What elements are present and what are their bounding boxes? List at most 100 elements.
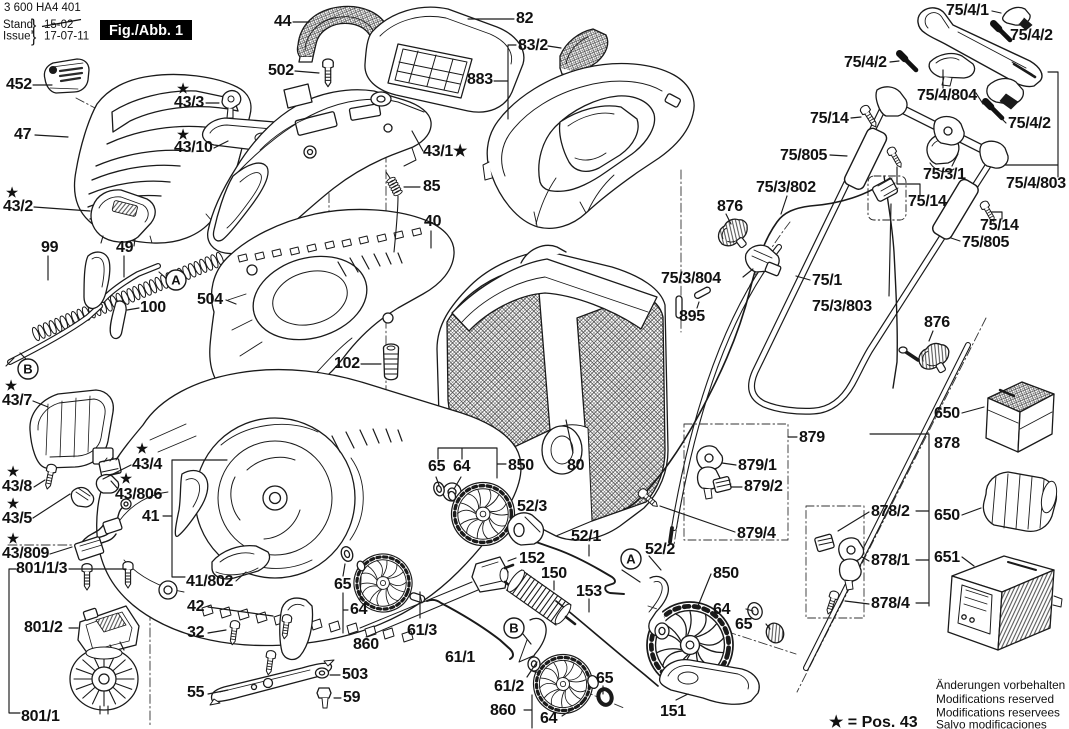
brace-bottom: } [31, 29, 37, 46]
part-75-4-2-screw-a [994, 24, 1011, 41]
part-label-64: 64 [350, 601, 368, 618]
part-43-7-deflector [29, 389, 114, 469]
part-102-plug [382, 343, 400, 381]
part-label-879-1: 879/1 [738, 457, 777, 474]
part-878-clamp-group [805, 505, 865, 619]
part-75-805-sleeve-left [843, 127, 888, 190]
part-52-3-bracket [507, 512, 545, 546]
part-label-61-3: 61/3 [407, 622, 437, 639]
footer-block: Änderungen vorbehalten Modifications res… [829, 678, 1065, 729]
part-label-504: 504 [197, 291, 223, 308]
part-label-75-805: 75/805 [780, 147, 828, 164]
part-label-151: 151 [660, 703, 686, 720]
diagram-artwork [5, 5, 1063, 729]
part-43-1-upper-chassis [207, 83, 432, 255]
footer-note-es: Salvo modificaciones [936, 718, 1047, 729]
part-label-64: 64 [453, 458, 471, 475]
part-152-holder [471, 556, 515, 593]
part-650-battery-a [985, 381, 1055, 453]
part-label-850: 850 [713, 565, 739, 582]
part-left-mounting-tube [668, 244, 782, 544]
part-label-100: 100 [140, 299, 166, 316]
part-label-43-8: 43/8 [2, 478, 32, 495]
part-label-878: 878 [934, 435, 960, 452]
part-right-mounting-tube [803, 342, 971, 671]
part-label-153: 153 [576, 583, 602, 600]
part-75-1-lower-handlebar [748, 94, 1002, 415]
part-151-axle-bracket [658, 659, 760, 705]
part-75-805-sleeve-right [931, 178, 979, 240]
part-82-control-panel [364, 6, 525, 113]
part-label-82: 82 [516, 10, 534, 27]
part-label-650: 650 [934, 507, 960, 524]
star-marker: ★ [177, 81, 190, 96]
part-label-75-4-2: 75/4/2 [1008, 115, 1051, 132]
part-43-3-clip [221, 89, 242, 119]
figure-label: Fig./Abb. 1 [109, 23, 183, 39]
part-label-43-4: 43/4 [132, 456, 162, 473]
part-label-883: 883 [467, 71, 493, 88]
part-label-876: 876 [717, 198, 743, 215]
part-label-879: 879 [799, 429, 825, 446]
part-label-452: 452 [6, 76, 32, 93]
part-label-879-2: 879/2 [744, 478, 783, 495]
svg-text:B: B [509, 621, 518, 636]
part-label-43-7: 43/7 [2, 392, 32, 409]
part-cable-plug [867, 175, 907, 221]
part-41-trim-strips [174, 469, 209, 537]
part-label-44: 44 [274, 13, 292, 30]
part-label-32: 32 [187, 624, 205, 641]
part-label-860: 860 [490, 702, 516, 719]
part-label-99: 99 [41, 239, 59, 256]
part-40-motor-housing [209, 208, 455, 404]
part-label-40: 40 [424, 213, 442, 230]
part-label-75-3-804: 75/3/804 [661, 270, 721, 287]
star-note: ★ = Pos. 43 [829, 714, 918, 729]
part-label-65: 65 [428, 458, 446, 475]
star-marker: ★ [136, 441, 149, 456]
issue-value: 17-07-11 [44, 31, 89, 43]
part-label-150: 150 [541, 565, 567, 582]
part-label-61-1: 61/1 [445, 649, 475, 666]
part-label-502: 502 [268, 62, 294, 79]
part-label-801-2: 801/2 [24, 619, 63, 636]
part-75-4-2-screw-c [986, 102, 1003, 119]
part-label-43-10: 43/10 [174, 139, 213, 156]
part-61-1-rod [426, 598, 514, 660]
part-label-75-3-802: 75/3/802 [756, 179, 816, 196]
part-75-4-804-levers [928, 52, 1024, 110]
footer-note-en: Modifications reserved [936, 692, 1054, 706]
star-marker: ★ [6, 185, 19, 200]
part-label-43-3: 43/3 [174, 94, 204, 111]
part-100-link [109, 300, 127, 340]
star-marker: ★ [7, 496, 20, 511]
brace-top: } [31, 17, 37, 34]
part-label-43-806: 43/806 [115, 486, 163, 503]
part-503-washer [314, 667, 330, 679]
part-label-878-2: 878/2 [871, 503, 910, 520]
footer-note-de: Änderungen vorbehalten [936, 678, 1065, 692]
callout-A: A [620, 548, 642, 570]
part-label-42: 42 [187, 598, 205, 615]
part-label-650: 650 [934, 405, 960, 422]
part-label-65: 65 [334, 576, 352, 593]
doc-code: 3 600 HA4 401 [4, 2, 81, 14]
part-label-49: 49 [116, 239, 134, 256]
part-43-2-cover [90, 189, 156, 247]
part-52-1-rod [535, 541, 625, 595]
stand-label: Stand [3, 19, 33, 31]
part-49-height-lever [5, 251, 161, 367]
part-label-878-1: 878/1 [871, 552, 910, 569]
footer-note-fr: Modifications reservees [936, 706, 1060, 720]
part-label-75-4-2: 75/4/2 [844, 54, 887, 71]
part-label-503: 503 [342, 666, 368, 683]
part-label-47: 47 [14, 126, 32, 143]
part-label-43-2: 43/2 [3, 198, 33, 215]
part-label-55: 55 [187, 684, 205, 701]
part-lower-deck [96, 368, 522, 647]
part-label-52-1: 52/1 [571, 528, 601, 545]
part-label-65: 65 [596, 670, 614, 687]
